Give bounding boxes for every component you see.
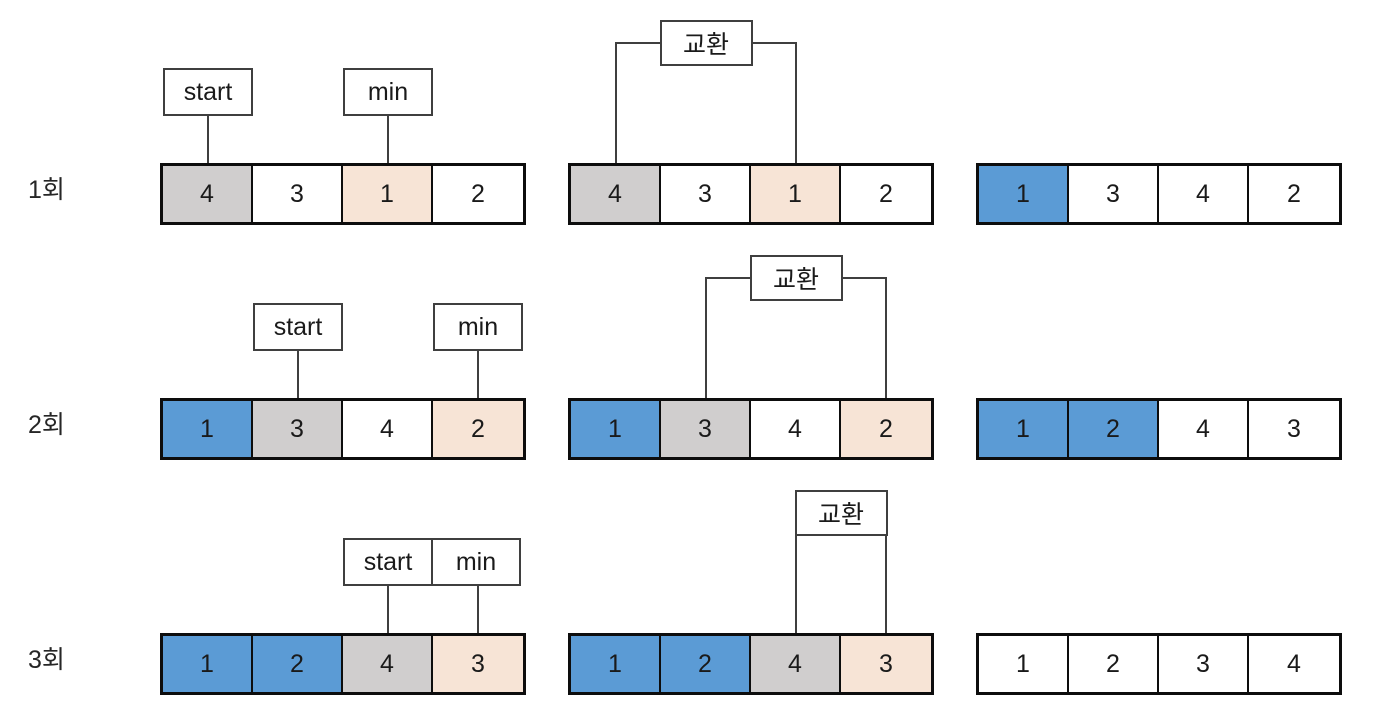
array-cell: 1: [571, 636, 661, 692]
array-cell: 2: [841, 401, 931, 457]
swap-label-1: 교환: [659, 20, 753, 66]
array-cell: 3: [841, 636, 931, 692]
pointer-min-connector: [387, 116, 389, 163]
pointer-start-connector: [387, 586, 389, 633]
array-cell: 4: [1159, 401, 1249, 457]
array-cell: 4: [1249, 636, 1339, 692]
swap-label-1-left-leg: [615, 43, 617, 163]
pointer-start-connector: [297, 351, 299, 398]
array-cell: 4: [163, 166, 253, 222]
row-label-2: 2회: [28, 411, 65, 439]
swap-label-3: 교환: [794, 490, 888, 536]
array-cell: 3: [661, 401, 751, 457]
array-cell: 1: [163, 636, 253, 692]
pointer-start: start: [253, 303, 343, 351]
array-cell: 4: [571, 166, 661, 222]
swap-label-3-left-leg: [795, 513, 797, 633]
array-cell: 2: [841, 166, 931, 222]
swap-label-2: 교환: [749, 255, 843, 301]
array-cell: 3: [433, 636, 523, 692]
row-label-1: 1회: [28, 176, 65, 204]
array-cell: 1: [343, 166, 433, 222]
array-cell: 3: [253, 166, 343, 222]
array-cell: 1: [163, 401, 253, 457]
pointer-min: min: [433, 303, 523, 351]
array-cell: 4: [343, 636, 433, 692]
row-label-3: 3회: [28, 646, 65, 674]
swap-label-1-right-leg: [795, 43, 797, 163]
array-cell: 2: [1069, 636, 1159, 692]
array-cell: 3: [1249, 401, 1339, 457]
array-cell: 2: [433, 401, 523, 457]
pointer-start: start: [343, 538, 433, 586]
array-cell: 2: [661, 636, 751, 692]
swap-label-1-left-arm: [615, 42, 661, 44]
swap-label-2-left-leg: [705, 278, 707, 398]
array-cell: 1: [979, 166, 1069, 222]
array-cell: 1: [979, 401, 1069, 457]
pointer-min: min: [343, 68, 433, 116]
array-cell: 2: [1249, 166, 1339, 222]
array-cell: 1: [979, 636, 1069, 692]
array-cell: 3: [1159, 636, 1249, 692]
array-cell: 2: [253, 636, 343, 692]
array-cell: 2: [1069, 401, 1159, 457]
array-cell: 1: [751, 166, 841, 222]
pointer-min-connector: [477, 586, 479, 633]
array-cell: 4: [343, 401, 433, 457]
pointer-min: min: [431, 538, 521, 586]
array-cell: 4: [751, 401, 841, 457]
swap-label-2-right-arm: [840, 277, 887, 279]
array-cell: 3: [661, 166, 751, 222]
array-cell: 3: [1069, 166, 1159, 222]
array-cell: 4: [751, 636, 841, 692]
swap-label-2-right-leg: [885, 278, 887, 398]
pointer-start: start: [163, 68, 253, 116]
swap-label-2-left-arm: [705, 277, 751, 279]
array-cell: 4: [1159, 166, 1249, 222]
swap-label-3-right-leg: [885, 513, 887, 633]
swap-label-1-right-arm: [750, 42, 797, 44]
pointer-min-connector: [477, 351, 479, 398]
pointer-start-connector: [207, 116, 209, 163]
array-cell: 3: [253, 401, 343, 457]
array-cell: 1: [571, 401, 661, 457]
array-cell: 2: [433, 166, 523, 222]
